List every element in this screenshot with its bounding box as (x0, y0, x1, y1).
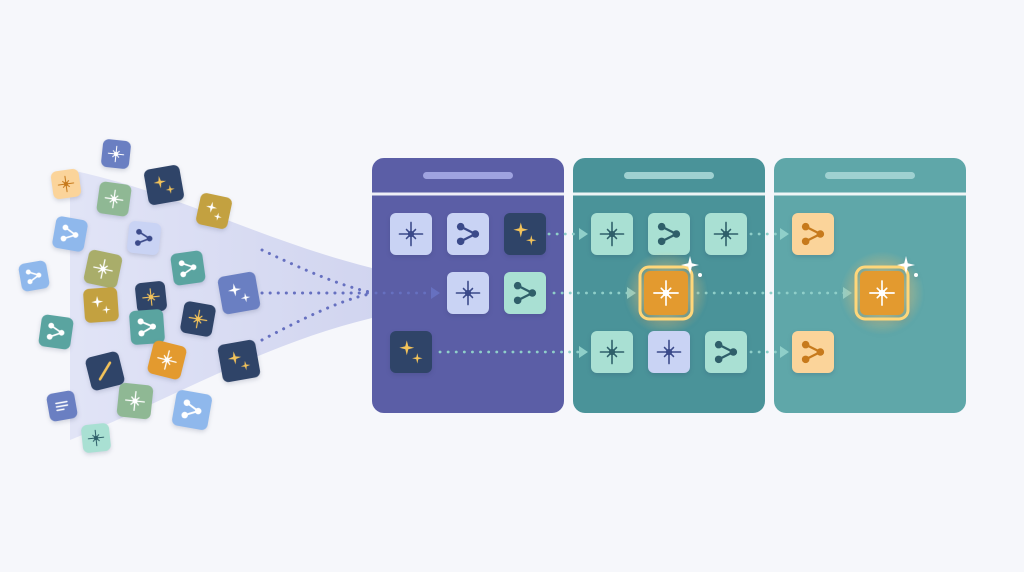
scattered-item (170, 250, 206, 286)
sparkle-accent-icon (897, 256, 918, 277)
sparkle-icon (188, 309, 208, 329)
panel-item (591, 331, 633, 373)
list-icon (55, 400, 69, 412)
panel-item (648, 213, 690, 255)
share-icon (714, 340, 738, 364)
sparkle-icon (142, 288, 160, 306)
scattered-item (50, 168, 82, 200)
sparkle-accent-icon (681, 256, 702, 277)
panel-item (705, 331, 747, 373)
share-icon (178, 260, 197, 278)
connector-arrow (438, 346, 588, 358)
scattered-item (18, 260, 50, 292)
sparkle-icon (104, 189, 124, 209)
share-icon (456, 222, 480, 246)
connector-arrow (749, 346, 789, 358)
sparkle-icon (599, 339, 625, 365)
connector-arrow (374, 287, 440, 299)
panel-item (504, 272, 546, 314)
sparkles-icon (399, 340, 423, 364)
sparkle-icon (713, 221, 739, 247)
scattered-item (38, 314, 74, 350)
scattered-item (81, 423, 111, 453)
share-icon (181, 399, 202, 419)
sparkles-icon (227, 351, 251, 371)
sparkle-icon (125, 391, 145, 411)
row-connectors (374, 228, 852, 358)
share-icon (46, 322, 65, 340)
panel-item (705, 213, 747, 255)
share-icon (657, 222, 681, 246)
panel-item (447, 213, 489, 255)
share-icon (60, 224, 79, 242)
scattered-item (217, 339, 261, 383)
scattered-item (217, 271, 261, 315)
scattered-item (85, 351, 125, 391)
panel-item (447, 272, 489, 314)
share-icon (134, 228, 153, 246)
share-icon (801, 222, 825, 246)
scattered-item (144, 165, 184, 205)
sparkle-icon (398, 221, 424, 247)
sparkle-icon (869, 280, 895, 306)
share-icon (513, 281, 537, 305)
scattered-item (83, 287, 119, 323)
panel-items (390, 213, 924, 373)
connector-arrow (749, 228, 789, 240)
panel-item (648, 331, 690, 373)
scattered-item (83, 249, 123, 289)
sparkle-icon (57, 175, 75, 193)
sparkle-icon (93, 259, 113, 279)
scattered-item (135, 281, 167, 313)
scattered-item (196, 193, 232, 229)
scattered-item (172, 390, 212, 430)
scattered-item (180, 301, 216, 337)
sparkles-icon (227, 283, 251, 303)
panel-item (390, 213, 432, 255)
scattered-item (52, 216, 88, 252)
sparkle-icon (656, 339, 682, 365)
funnel-dotted-lines (260, 248, 372, 342)
scattered-item (129, 309, 165, 345)
panel-item (840, 251, 924, 335)
sparkles-icon (206, 201, 222, 221)
pen-icon (98, 361, 112, 381)
panel-header-bar (825, 172, 915, 179)
panel-item (792, 331, 834, 373)
panel-header-bar (423, 172, 513, 179)
share-icon (25, 269, 42, 285)
sparkles-icon (91, 295, 111, 315)
panel-item (591, 213, 633, 255)
sparkle-icon (87, 429, 105, 447)
panel-item (624, 251, 708, 335)
sparkle-icon (157, 350, 177, 370)
panel-header-bar (624, 172, 714, 179)
sparkle-icon (653, 280, 679, 306)
scattered-item (127, 221, 161, 255)
scattered-item (101, 139, 131, 169)
sparkle-icon (455, 280, 481, 306)
sparkles-icon (153, 175, 175, 194)
scattered-items (18, 139, 261, 453)
share-icon (801, 340, 825, 364)
sparkle-icon (599, 221, 625, 247)
scattered-item (116, 382, 154, 420)
sparkle-icon (107, 145, 125, 163)
connector-arrow (547, 228, 588, 240)
panel-item (390, 331, 432, 373)
scattered-item (46, 390, 78, 422)
panel-item (504, 213, 546, 255)
panel-item (792, 213, 834, 255)
scattered-item (96, 181, 132, 217)
sparkles-icon (513, 222, 537, 246)
scattered-item (147, 340, 187, 380)
share-icon (137, 318, 156, 337)
